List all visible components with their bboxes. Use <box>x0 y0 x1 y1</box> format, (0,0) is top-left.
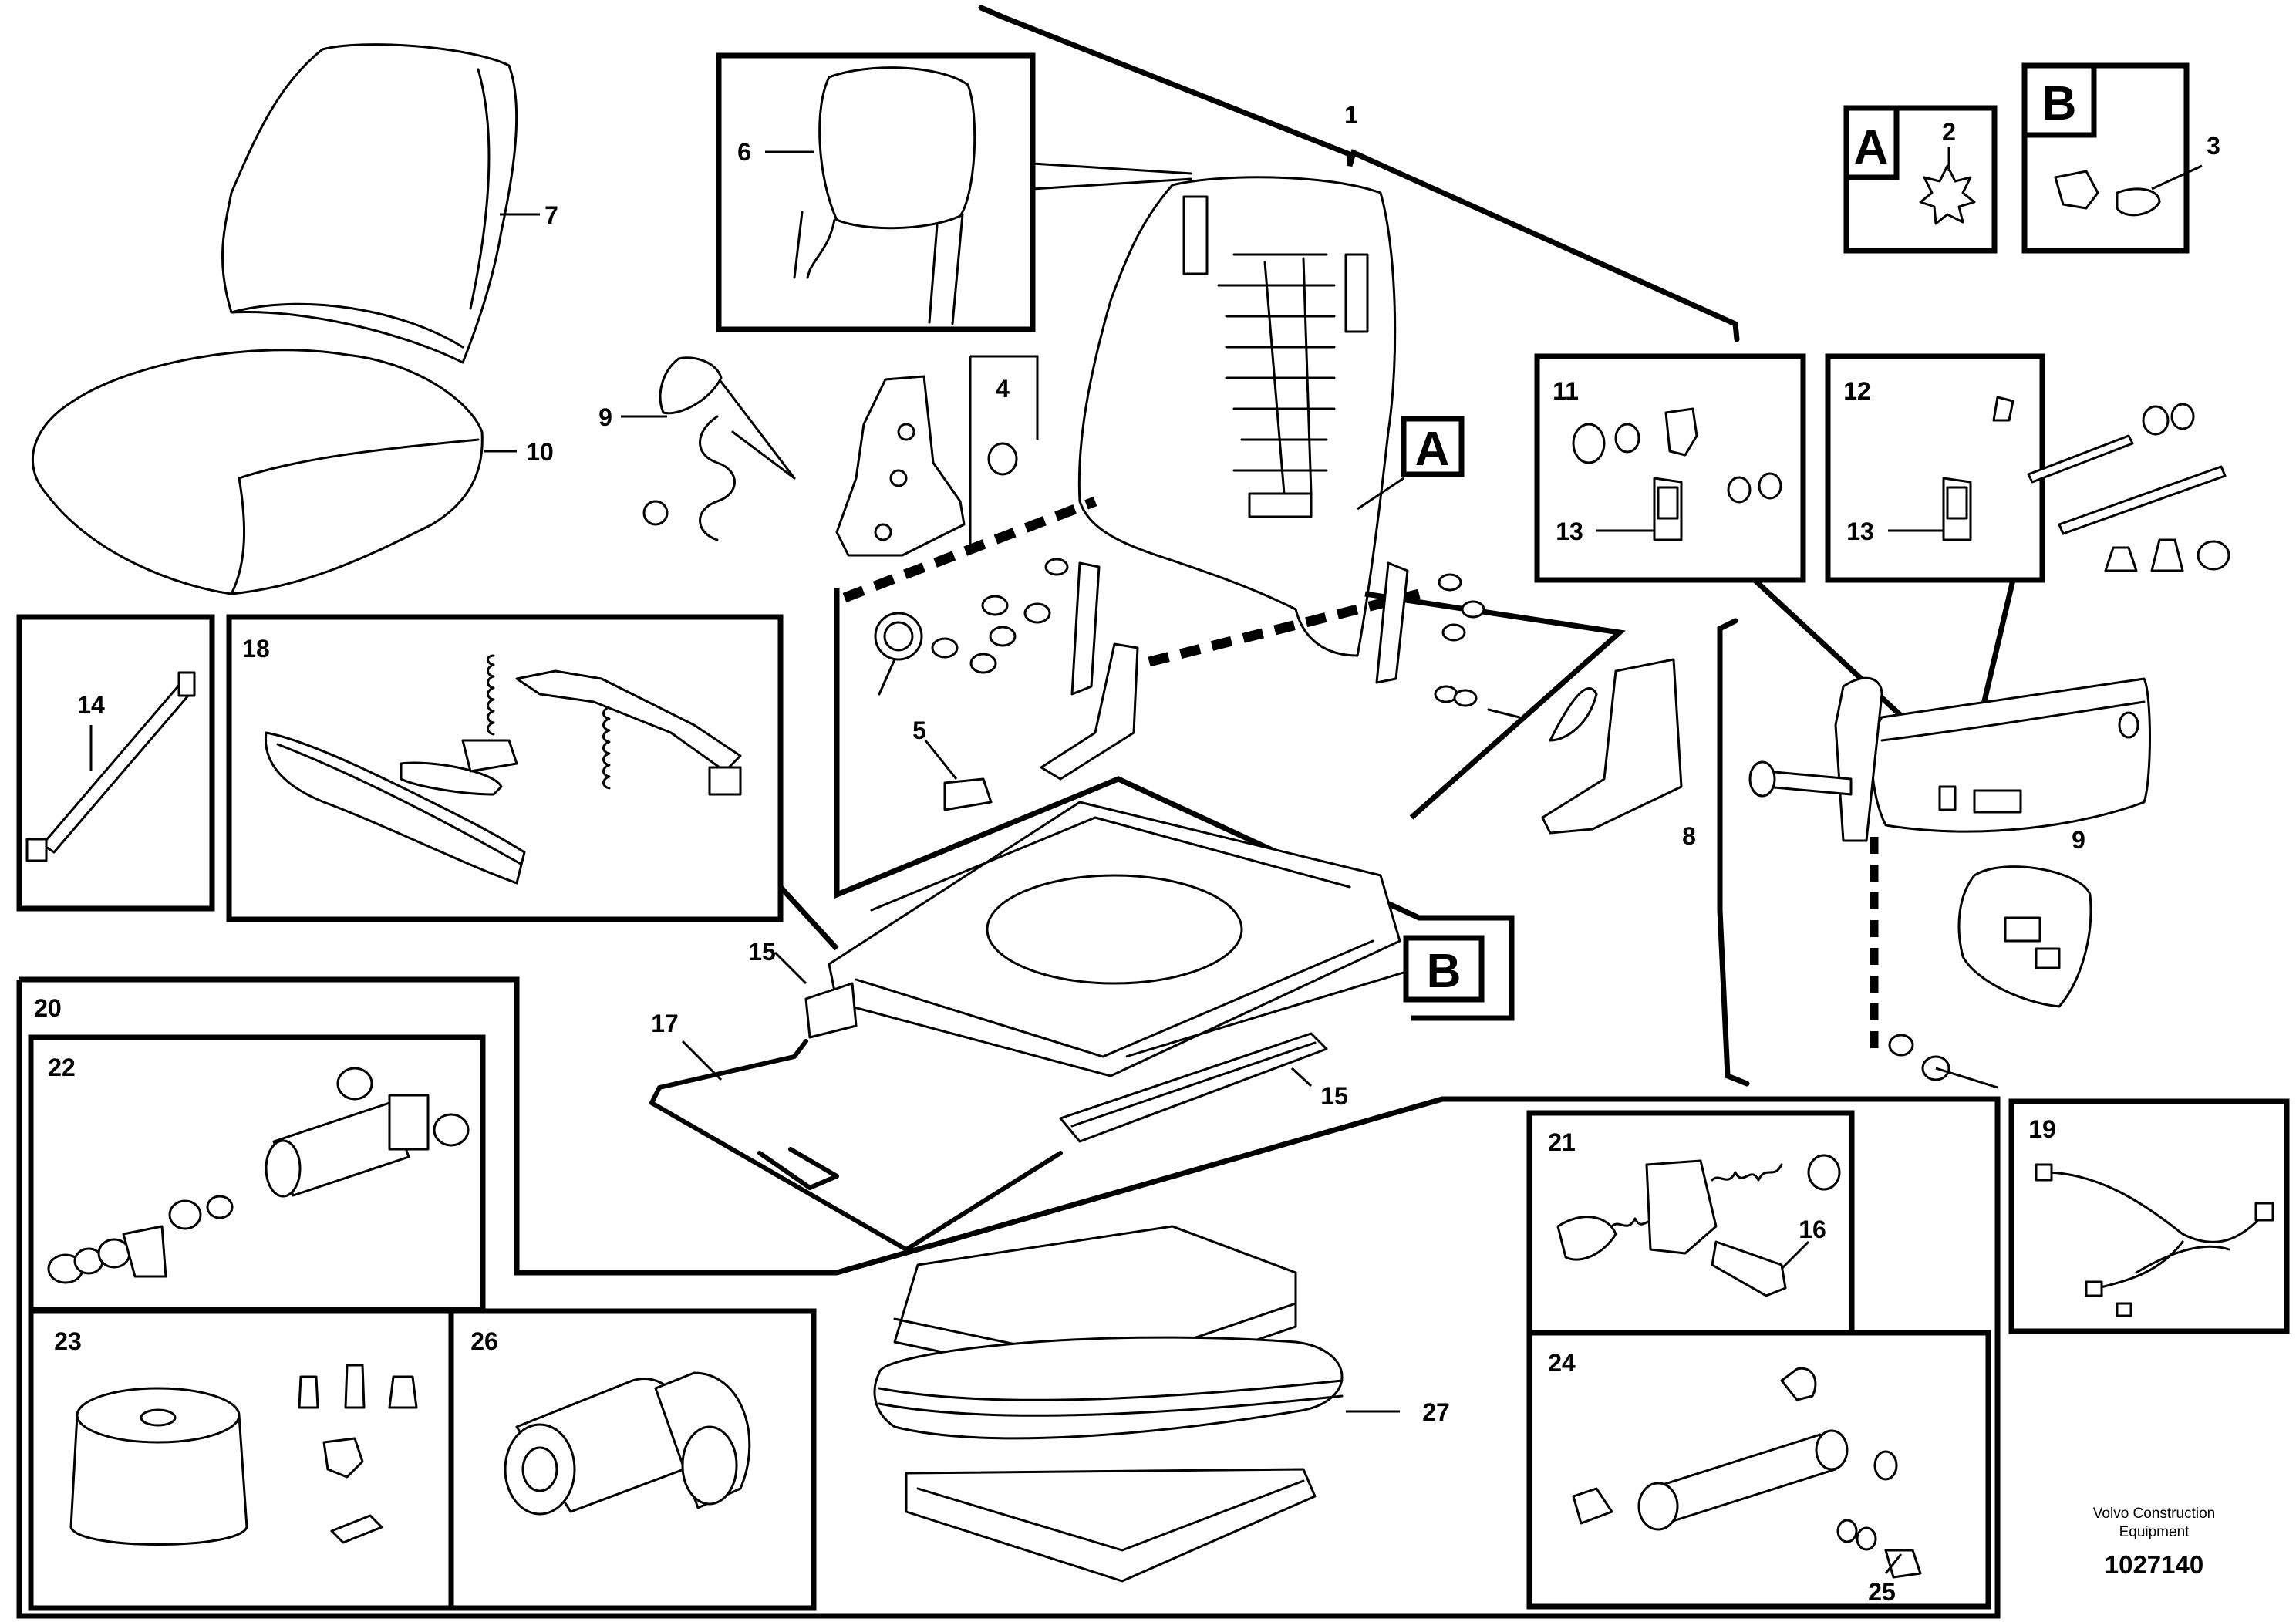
label-part-20: 20 <box>34 994 62 1022</box>
leader-box-18 <box>778 885 839 951</box>
label-part-23: 23 <box>54 1327 82 1355</box>
air-cylinder-22 <box>47 1067 470 1284</box>
height-valve-21 <box>1556 1154 1841 1297</box>
detail-letter-a-main: A <box>1415 423 1450 476</box>
label-part-22: 22 <box>48 1054 76 1081</box>
left-recline-hinge <box>835 375 966 557</box>
label-part-12: 12 <box>1843 377 1871 405</box>
detail-b-marker <box>1403 935 1485 1003</box>
star-knob <box>1919 164 1976 225</box>
assembly-bracket-1 <box>978 5 1740 342</box>
label-part-10: 10 <box>526 438 554 466</box>
support-rod <box>25 671 196 862</box>
label-part-6: 6 <box>737 138 751 166</box>
detail-letters: A A B B <box>1415 77 2077 998</box>
label-part-21: 21 <box>1548 1128 1576 1156</box>
label-part-13-left: 13 <box>1556 518 1583 545</box>
suspension-group-box-20 <box>16 976 2001 1619</box>
fittings-detail-box-11 <box>1534 353 1806 583</box>
detail-b-inset-tab <box>2021 62 2097 138</box>
armrest-bracket-hardware <box>1748 676 1883 842</box>
label-part-27: 27 <box>1422 1398 1450 1426</box>
label-part-16: 16 <box>1799 1216 1826 1243</box>
compressor-detail-box-26 <box>448 1308 817 1611</box>
right-recline-hinge <box>1375 561 1683 835</box>
detail-letter-b-inset: B <box>2042 77 2077 130</box>
footer-doc-number: 1027140 <box>2105 1550 2203 1579</box>
detail-letter-a-inset: A <box>1854 121 1889 174</box>
air-spring-23 <box>69 1364 418 1546</box>
detail-a-inset-tab <box>1843 105 1900 180</box>
shock-absorber-24 <box>1572 1367 1922 1579</box>
label-part-7: 7 <box>544 201 558 229</box>
label-part-4: 4 <box>996 375 1010 403</box>
armrest-nut-washer <box>1888 1034 1950 1081</box>
headrest <box>793 66 976 325</box>
compressor-26 <box>504 1371 751 1516</box>
swivel-base <box>828 801 1401 1077</box>
seat-back-cover <box>221 43 518 364</box>
pivot-path-right <box>1148 588 1421 667</box>
adjust-frame-rod <box>649 1039 1063 1252</box>
slide-rail-left <box>804 982 858 1039</box>
label-part-3: 3 <box>2207 132 2220 160</box>
label-part-8: 8 <box>1682 822 1696 850</box>
fittings-set-12 <box>1942 396 2230 572</box>
footer-company-line2: Equipment <box>2119 1524 2190 1540</box>
rod-detail-box-14 <box>16 614 215 912</box>
label-part-25: 25 <box>1868 1578 1896 1606</box>
seat-back-frame <box>1077 176 1397 657</box>
label-part-2: 2 <box>1942 118 1956 146</box>
fittings-set-11 <box>1572 407 1782 541</box>
release-handle-assembly <box>264 654 742 885</box>
armrest <box>1870 677 2151 833</box>
footer-company-line1: Volvo Construction <box>2093 1506 2215 1522</box>
bushing-4 <box>987 442 1018 476</box>
scissor-suspension-27 <box>873 1225 1344 1583</box>
label-part-15-left: 15 <box>748 938 776 966</box>
release-handle-box-18 <box>226 614 784 922</box>
label-part-9-lumbar: 9 <box>598 403 612 431</box>
wiring-harness-19 <box>2035 1163 2274 1317</box>
lumbar-control <box>642 356 796 541</box>
label-part-24: 24 <box>1548 1349 1576 1377</box>
pivot-group-outline-right <box>1364 591 1626 820</box>
pivot-group-outline <box>834 588 1515 1021</box>
label-part-11: 11 <box>1553 377 1579 405</box>
pivot-path-left <box>842 496 1097 603</box>
label-part-13-right: 13 <box>1846 518 1874 545</box>
recline-spring-assembly <box>874 558 1139 781</box>
label-part-15-right: 15 <box>1320 1082 1348 1110</box>
label-part-14: 14 <box>77 691 105 719</box>
headrest-detail-box <box>716 52 1036 332</box>
label-part-26: 26 <box>470 1327 498 1355</box>
damper-detail-box-24 <box>1526 1330 1991 1610</box>
label-part-18: 18 <box>242 635 270 663</box>
bracket-5 <box>943 777 993 811</box>
slide-rail-right <box>1059 1032 1328 1143</box>
label-part-1: 1 <box>1344 101 1358 129</box>
wiring-harness-box-19 <box>2008 1098 2290 1334</box>
label-part-5: 5 <box>912 717 926 744</box>
seat-cushion-cover <box>32 349 484 595</box>
label-part-9-armrest: 9 <box>2072 826 2085 854</box>
part-number-labels: 1 2 3 4 5 6 7 8 9 9 10 11 12 13 13 14 15… <box>34 101 2220 1606</box>
lever-knob <box>2054 170 2161 217</box>
armrest-bracket-8 <box>1717 618 1750 1087</box>
detail-a-marker <box>1401 416 1465 477</box>
armrest-control <box>1957 865 2092 1008</box>
publisher-footer: Volvo Construction Equipment 1027140 <box>2093 1506 2215 1579</box>
detail-letter-b-main: B <box>1427 945 1462 998</box>
detail-b-inset-box <box>2021 62 2190 254</box>
label-part-17: 17 <box>651 1010 679 1037</box>
label-part-19: 19 <box>2028 1115 2056 1143</box>
